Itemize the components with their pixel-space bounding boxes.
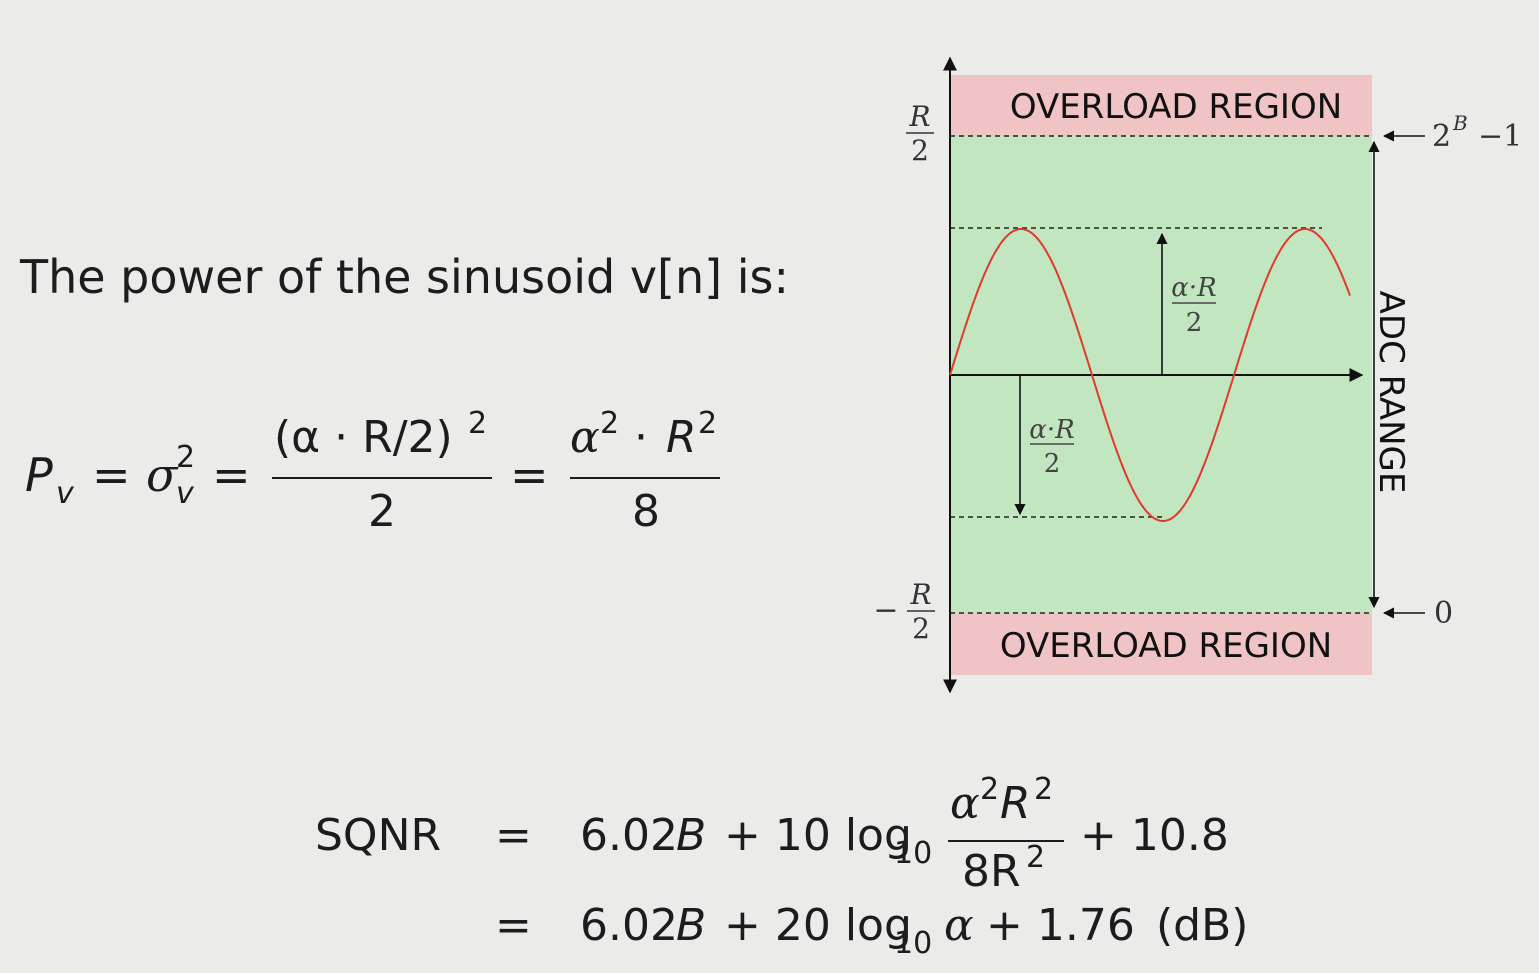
sinusoid-curve — [949, 228, 1351, 522]
intro-text: The power of the sinusoid v[n] is: — [20, 250, 789, 304]
max-code-base: 2 — [1432, 119, 1451, 154]
line2-log-base: 10 — [894, 926, 933, 961]
sqnr-fraction-alpha: α — [950, 778, 980, 829]
bottom-level-minus: − — [873, 593, 898, 628]
power-symbol: P — [25, 448, 53, 502]
fraction1-numerator-exponent: 2 — [468, 406, 488, 441]
overload-region-top — [950, 75, 1372, 136]
equals-sign-2: = — [212, 448, 251, 502]
max-code-exponent: B — [1452, 111, 1468, 135]
sigma-subscript: v — [176, 476, 194, 511]
fraction2-alpha-exponent: 2 — [600, 406, 620, 441]
fraction1-denominator: 2 — [368, 486, 396, 537]
sqnr-fraction-r: R — [1000, 778, 1031, 829]
amplitude-label-up-numerator: α·R — [1171, 273, 1216, 303]
amplitude-label-up-denominator: 2 — [1186, 308, 1203, 338]
top-level-denominator: 2 — [911, 134, 929, 167]
overload-label-top: OVERLOAD REGION — [1010, 87, 1342, 127]
line1-coefficient: 6.02 — [580, 810, 678, 861]
fraction2-bar — [570, 477, 720, 479]
overload-region-bottom — [950, 613, 1372, 675]
line2-coefficient: 6.02 — [580, 900, 678, 951]
sqnr-fraction-denominator-exponent: 2 — [1026, 840, 1046, 875]
fraction2-r: R — [666, 412, 697, 463]
line1-log-term: + 10 log — [724, 810, 912, 861]
line1-log-base: 10 — [894, 836, 933, 871]
line1-bits: B — [676, 810, 707, 861]
sqnr-fraction-bar — [948, 840, 1064, 842]
max-code-tail: −1 — [1478, 119, 1522, 154]
sqnr-equals-2: = — [495, 900, 532, 951]
amplitude-label-down-numerator: α·R — [1029, 415, 1074, 445]
bottom-level-numerator: R — [909, 578, 931, 611]
sqnr-label: SQNR — [315, 810, 442, 861]
fraction2-alpha: α — [570, 412, 600, 463]
sqnr-equals-1: = — [495, 810, 532, 861]
fraction2-dot: · — [634, 412, 648, 463]
sigma-symbol: σ — [146, 448, 178, 502]
zero-code-label: 0 — [1434, 596, 1453, 631]
line1-constant: + 10.8 — [1080, 810, 1229, 861]
equals-sign-1: = — [92, 448, 131, 502]
line2-alpha: α — [944, 900, 974, 951]
equals-sign-3: = — [510, 448, 549, 502]
adc-range-label: ADC RANGE — [1371, 291, 1411, 494]
fraction2-r-exponent: 2 — [698, 406, 718, 441]
sqnr-fraction-alpha-exponent: 2 — [980, 772, 1000, 807]
line2-bits: B — [676, 900, 707, 951]
amplitude-label-down-denominator: 2 — [1044, 449, 1061, 479]
fraction2-denominator: 8 — [632, 486, 660, 537]
overload-label-bottom: OVERLOAD REGION — [1000, 626, 1332, 666]
sqnr-fraction-denominator: 8R — [962, 846, 1021, 897]
fraction1-numerator: (α · R/2) — [274, 412, 453, 463]
fraction1-bar — [272, 477, 492, 479]
line2-constant: + 1.76 — [986, 900, 1135, 951]
top-level-numerator: R — [908, 100, 930, 133]
power-subscript: v — [56, 476, 74, 511]
sqnr-fraction-r-exponent: 2 — [1034, 772, 1054, 807]
line2-log-term: + 20 log — [724, 900, 912, 951]
sigma-superscript: 2 — [176, 440, 196, 475]
line2-unit: (dB) — [1156, 900, 1249, 951]
bottom-level-denominator: 2 — [912, 612, 930, 645]
